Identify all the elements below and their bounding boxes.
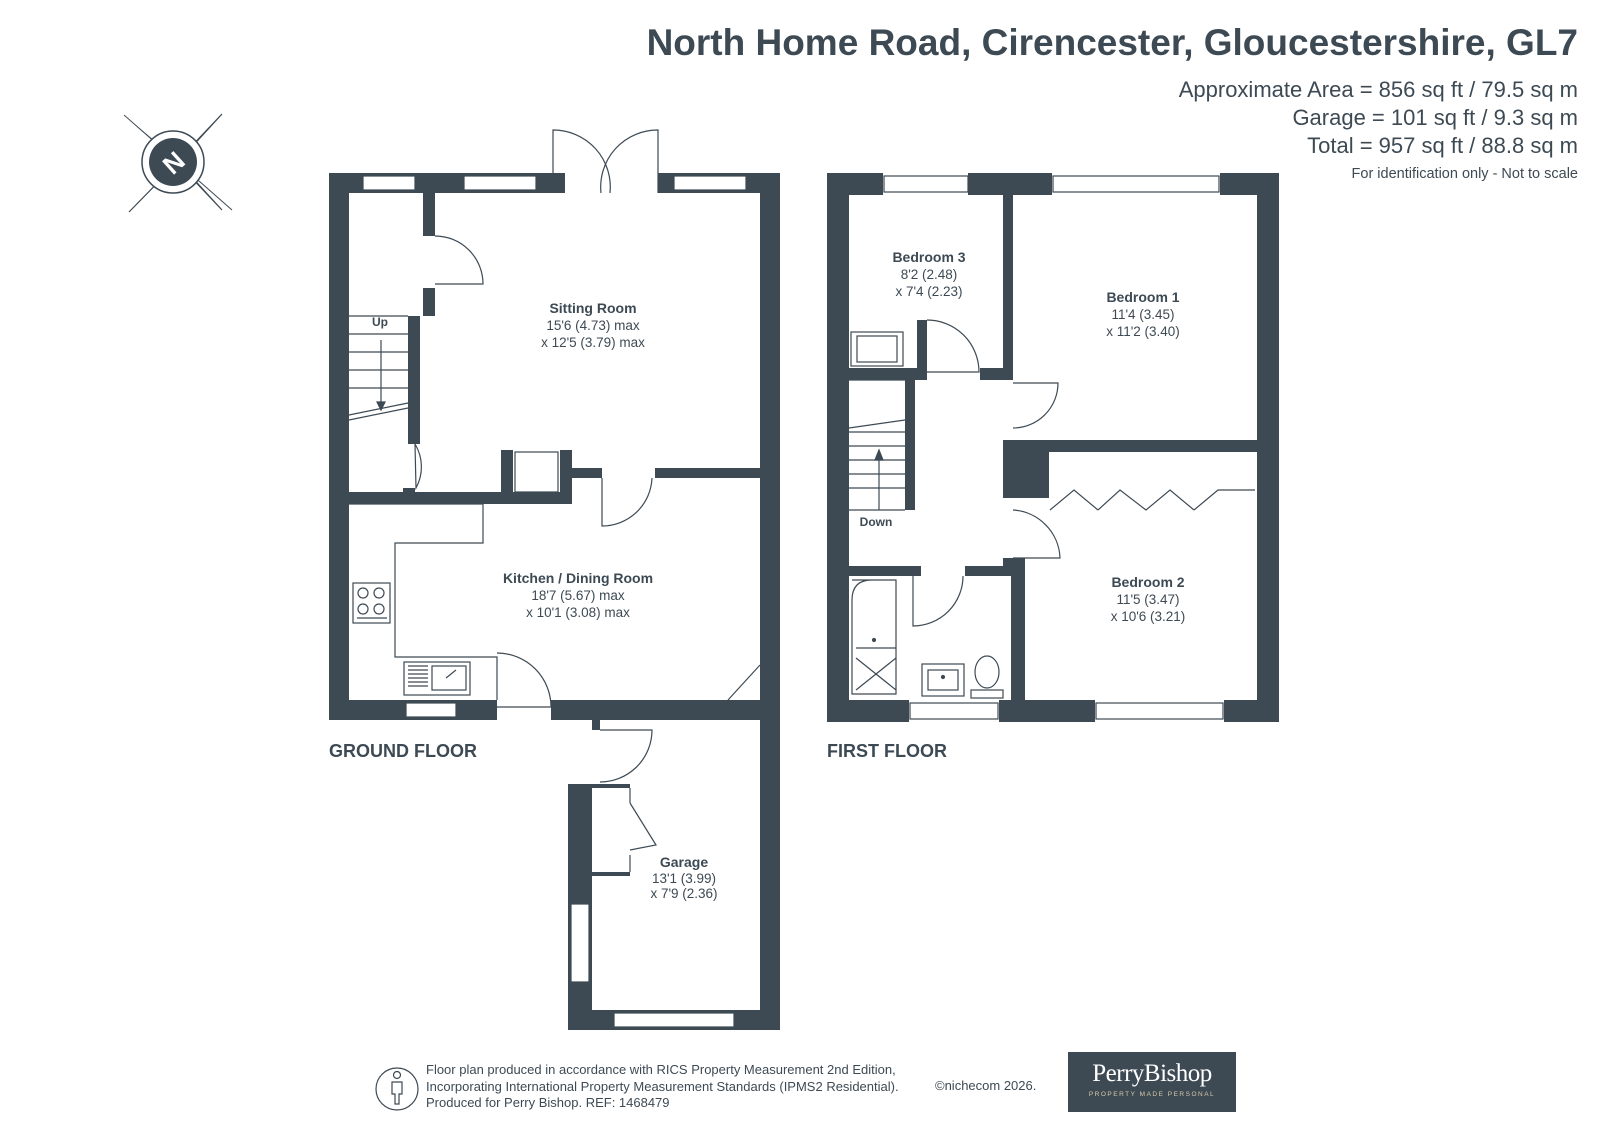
first-floor-label: FIRST FLOOR <box>827 741 947 761</box>
bedroom2-dim1: 11'5 (3.47) <box>1116 592 1179 607</box>
sitting-room-dim2: x 12'5 (3.79) max <box>541 335 645 350</box>
person-icon <box>375 1067 419 1111</box>
sitting-room-dim1: 15'6 (4.73) max <box>546 318 640 333</box>
footer-line-3: Produced for Perry Bishop. REF: 1468479 <box>426 1095 670 1110</box>
garage-area: Garage = 101 sq ft / 9.3 sq m <box>1292 105 1578 130</box>
bedroom1-dim1: 11'4 (3.45) <box>1111 307 1174 322</box>
logo-name: PerryBishop <box>1092 1060 1212 1087</box>
kitchen-room-name: Kitchen / Dining Room <box>503 570 653 586</box>
garage-room-dim1: 13'1 (3.99) <box>652 871 716 886</box>
bedroom3-dim1: 8'2 (2.48) <box>901 267 958 282</box>
ground-floor-details <box>348 129 761 872</box>
first-floor-details <box>848 319 1255 699</box>
ground-floor-windows <box>362 175 747 1028</box>
footer-notes: Floor plan produced in accordance with R… <box>426 1062 899 1112</box>
bedroom2-name: Bedroom 2 <box>1111 574 1184 590</box>
bedroom1-dim2: x 11'2 (3.40) <box>1106 324 1180 339</box>
first-floor-plan <box>827 173 1279 722</box>
bedroom3-name: Bedroom 3 <box>892 249 965 265</box>
compass-icon: N <box>123 113 233 213</box>
approx-area: Approximate Area = 856 sq ft / 79.5 sq m <box>1178 77 1578 102</box>
agency-logo: PerryBishop PROPERTY MADE PERSONAL <box>1068 1052 1236 1112</box>
bedroom2-dim2: x 10'6 (3.21) <box>1111 609 1186 624</box>
first-floor-windows <box>883 175 1224 720</box>
footer-line-2: Incorporating International Property Mea… <box>426 1078 899 1094</box>
page-title: North Home Road, Cirencester, Gloucester… <box>646 22 1578 63</box>
ground-floor-label: GROUND FLOOR <box>329 741 477 761</box>
sitting-room-name: Sitting Room <box>549 300 636 316</box>
footer-line-1: Floor plan produced in accordance with R… <box>426 1062 896 1077</box>
total-area: Total = 957 sq ft / 88.8 sq m <box>1307 133 1578 158</box>
bedroom1-name: Bedroom 1 <box>1106 289 1179 305</box>
garage-room-name: Garage <box>660 854 708 870</box>
stairs-down-label: Down <box>860 515 893 529</box>
garage-room-dim2: x 7'9 (2.36) <box>650 886 717 901</box>
bedroom3-dim2: x 7'4 (2.23) <box>895 284 962 299</box>
kitchen-room-dim1: 18'7 (5.67) max <box>531 588 625 603</box>
logo-tagline: PROPERTY MADE PERSONAL <box>1088 1091 1216 1098</box>
stairs-up-label: Up <box>372 315 388 329</box>
kitchen-room-dim2: x 10'1 (3.08) max <box>526 605 630 620</box>
disclaimer: For identification only - Not to scale <box>1351 166 1578 182</box>
copyright: ©nichecom 2026. <box>935 1078 1037 1093</box>
